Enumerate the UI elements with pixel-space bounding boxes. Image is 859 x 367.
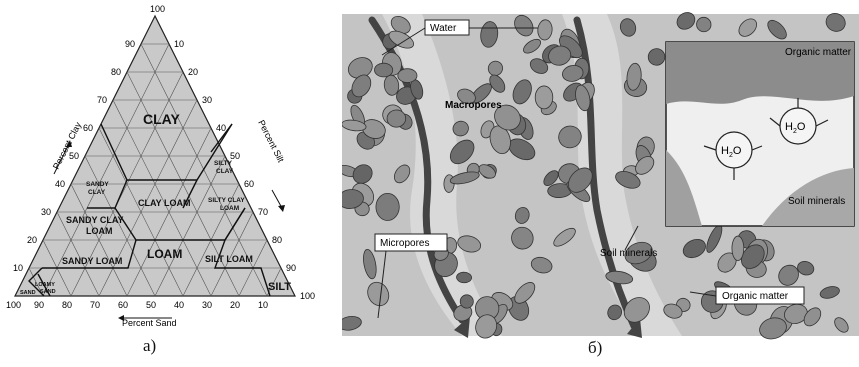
label-organic-matter-inset: Organic matter <box>785 47 852 58</box>
label-organic-matter: Organic matter <box>722 291 789 302</box>
tick-label-sand: 70 <box>90 300 100 310</box>
label-sandy-loam: SANDY LOAM <box>62 256 122 266</box>
soil-particle <box>376 193 399 220</box>
label-soil-minerals: Soil minerals <box>600 248 657 259</box>
soil-particle <box>456 272 472 283</box>
silt-axis-title: Percent Silt <box>256 118 286 212</box>
soil-structure-panel: H2O H2O Water Macropores Micropores Soil… <box>342 0 859 362</box>
tick-label-clay: 20 <box>27 235 37 245</box>
tick-label-silt: 30 <box>202 95 212 105</box>
tick-label-silt: 80 <box>272 235 282 245</box>
sand-axis-title: Percent Sand <box>118 315 177 328</box>
soil-particle <box>460 295 473 309</box>
tick-label-clay: 80 <box>111 67 121 77</box>
soil-particle <box>535 86 553 109</box>
tick-label-sand: 60 <box>118 300 128 310</box>
svg-text:Percent Silt: Percent Silt <box>256 118 286 164</box>
tick-label-silt: 70 <box>258 207 268 217</box>
tick-label-clay: 90 <box>125 39 135 49</box>
tick-label-sand: 40 <box>174 300 184 310</box>
caption-b: б) <box>588 338 602 358</box>
soil-particle <box>732 236 744 260</box>
label-micropores: Micropores <box>380 238 429 249</box>
tick-label-silt: 10 <box>174 39 184 49</box>
label-clay: CLAY <box>143 111 180 127</box>
label-loamy-sand-1: LOAMY <box>35 282 55 288</box>
tick-label-silt: 40 <box>216 123 226 133</box>
tick-label-sand: 80 <box>62 300 72 310</box>
soil-structure-illustration: H2O H2O Water Macropores Micropores Soil… <box>342 0 859 362</box>
label-macropores: Macropores <box>445 100 502 111</box>
apex-label: 100 <box>150 4 165 14</box>
label-silty-clay-2: CLAY <box>216 168 234 175</box>
tick-label-clay: 70 <box>97 95 107 105</box>
label-water: Water <box>430 23 457 34</box>
label-loam: LOAM <box>147 247 182 261</box>
label-clay-loam: CLAY LOAM <box>138 198 191 208</box>
tick-label-clay: 50 <box>69 151 79 161</box>
tick-label-clay: 60 <box>83 123 93 133</box>
tick-label-sand: 20 <box>230 300 240 310</box>
tick-label-silt: 20 <box>188 67 198 77</box>
label-silty-clay-loam-1: SILTY CLAY <box>208 197 245 204</box>
soil-particle <box>648 49 665 66</box>
label-silty-clay-1: SILTY <box>214 160 233 167</box>
caption-a: a) <box>143 336 156 356</box>
soil-particle <box>374 63 392 77</box>
tick-label-clay: 40 <box>55 179 65 189</box>
label-silty-clay-loam-2: LOAM <box>220 205 239 212</box>
tick-label-sand: 30 <box>202 300 212 310</box>
tick-label-sand: 50 <box>146 300 156 310</box>
soil-texture-triangle-panel: 100 90 80 70 60 50 40 30 20 10 10 20 30 40 50 60 70 80 9… <box>0 0 335 362</box>
label-sand: SAND <box>20 290 36 296</box>
soil-texture-triangle: 100 90 80 70 60 50 40 30 20 10 10 20 30 40 50 60 70 80 9… <box>0 0 335 362</box>
soil-particle <box>387 109 407 127</box>
label-sandy-clay-1: SANDY <box>86 181 109 188</box>
label-silt: SILT <box>268 281 291 293</box>
label-soil-minerals-inset: Soil minerals <box>788 196 845 207</box>
clay-axis-title: Percent Clay <box>51 120 84 174</box>
label-loamy-sand-2: SAND <box>40 289 56 295</box>
tick-label-sand: 100 <box>6 300 21 310</box>
soil-particle <box>398 69 417 83</box>
tick-label-silt: 100 <box>300 291 315 301</box>
tick-label-clay: 30 <box>41 207 51 217</box>
tick-label-silt: 90 <box>286 263 296 273</box>
svg-text:Percent Sand: Percent Sand <box>122 318 177 328</box>
label-sandy-clay-2: CLAY <box>88 189 106 196</box>
tick-label-clay: 10 <box>13 263 23 273</box>
tick-label-sand: 10 <box>258 300 268 310</box>
label-sandy-clay-loam-1: SANDY CLAY <box>66 215 124 225</box>
label-sandy-clay-loam-2: LOAM <box>86 226 113 236</box>
sand-axis-ticks: 100 90 80 70 60 50 40 30 20 10 <box>6 300 268 310</box>
tick-label-silt: 60 <box>244 179 254 189</box>
label-silt-loam: SILT LOAM <box>205 254 253 264</box>
tick-label-sand: 90 <box>34 300 44 310</box>
